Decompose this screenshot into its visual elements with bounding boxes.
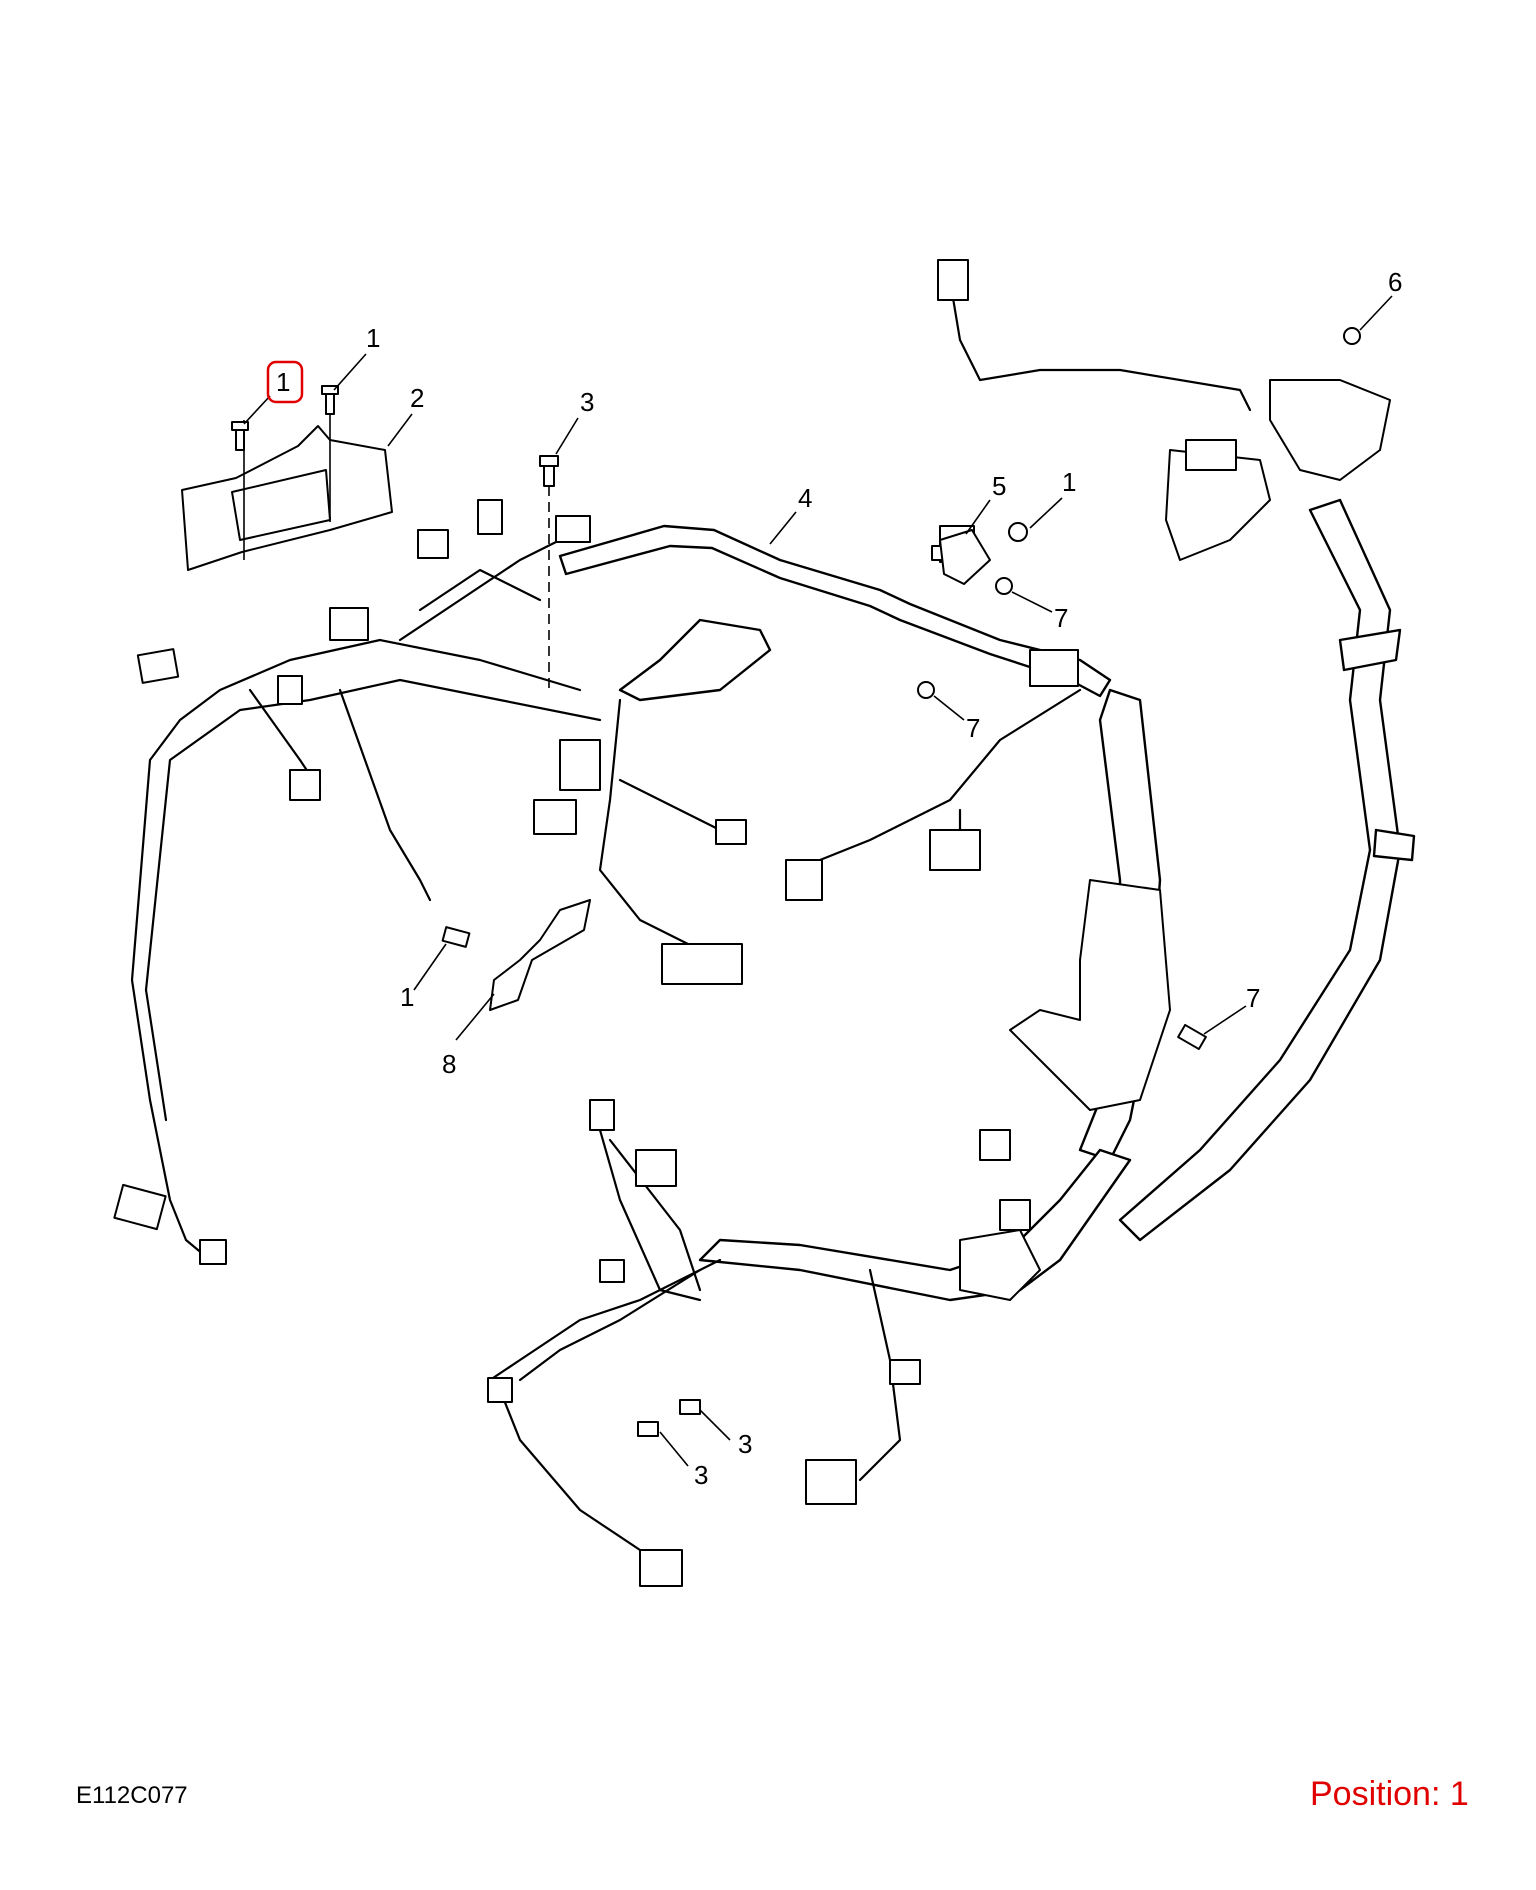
bolt-item-1-right [321, 385, 339, 415]
bolts-item-3-bottom [637, 1399, 701, 1437]
nut-item-1-right [1008, 522, 1028, 542]
callout-3-bottom-b: 3 [694, 1460, 708, 1490]
main-harness [558, 498, 1416, 1302]
callout-7-b: 7 [966, 713, 980, 743]
callout-1-lower: 1 [400, 982, 414, 1012]
callout-8: 8 [442, 1049, 456, 1079]
callout-3-bottom-a: 3 [738, 1429, 752, 1459]
screw-item-7-a [995, 577, 1013, 595]
grommet-item-5 [939, 529, 991, 585]
drawing-code: E112C077 [76, 1782, 188, 1809]
bolt-item-1-left [231, 421, 249, 451]
callout-1-right: 1 [1062, 467, 1076, 497]
callout-7-a: 7 [1054, 603, 1068, 633]
lower-branches [598, 688, 1082, 952]
bottom-harness [488, 1128, 902, 1552]
nut-item-6 [1343, 327, 1361, 345]
position-label: Position: 1 [1310, 1775, 1469, 1813]
callout-4: 4 [798, 483, 812, 513]
callout-6: 6 [1388, 267, 1402, 297]
callout-2: 2 [410, 383, 424, 413]
top-right-cluster [937, 259, 1391, 561]
callout-1-top: 1 [366, 323, 380, 353]
screw-item-7-b [917, 681, 935, 699]
callout-3-top: 3 [580, 387, 594, 417]
small-bracket-item-8 [489, 899, 591, 1011]
left-harness-branch [130, 538, 602, 1262]
callout-7-c: 7 [1246, 983, 1260, 1013]
bolt-item-3-top [539, 455, 559, 690]
callout-1-highlighted: 1 [276, 367, 290, 397]
callout-leaders [243, 295, 1393, 1467]
highlight-ring [266, 360, 304, 404]
callout-5: 5 [992, 471, 1006, 501]
bracket-plate [181, 406, 393, 571]
bolt-item-1-lower [441, 926, 471, 948]
screw-item-7-c [1177, 1023, 1207, 1051]
